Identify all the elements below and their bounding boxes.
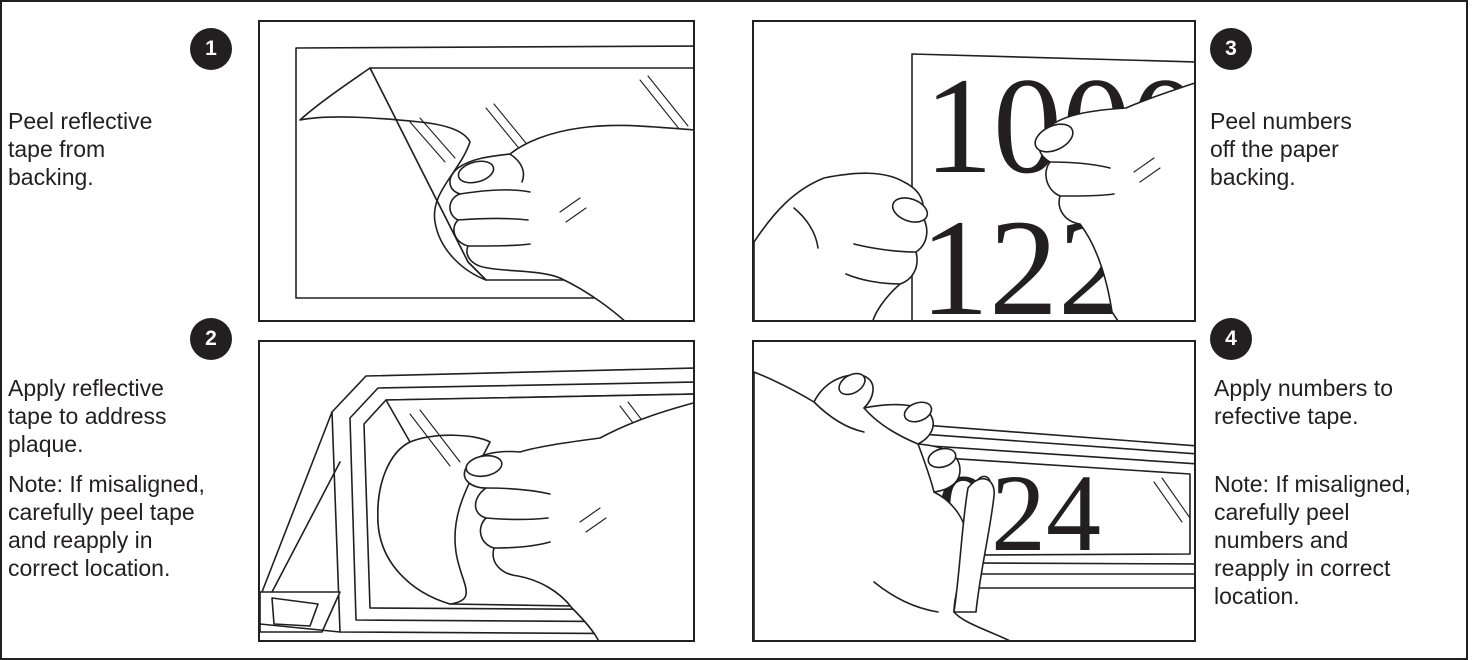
step-1-number: 1 xyxy=(205,37,217,60)
step-2-illustration xyxy=(258,340,695,642)
step-2-number: 2 xyxy=(205,327,217,350)
peel-numbers-drawing: 1000 122 xyxy=(754,22,1196,322)
step-1-instruction: Peel reflective tape from backing. xyxy=(8,107,152,191)
left-hand-icon xyxy=(754,173,927,322)
step-1-illustration xyxy=(258,20,695,322)
step-4-badge: 4 xyxy=(1210,318,1252,360)
step-3-number: 3 xyxy=(1225,37,1237,60)
step-4-note: Note: If misaligned, carefully peel numb… xyxy=(1214,470,1411,610)
step-2-badge: 2 xyxy=(190,318,232,360)
step-3-badge: 3 xyxy=(1210,28,1252,70)
step-4-illustration: 024 xyxy=(752,340,1196,642)
step-2-instruction: Apply reflective tape to address plaque. xyxy=(8,374,167,458)
step-4-number: 4 xyxy=(1225,327,1237,350)
instruction-sheet: 1 Peel reflective tape from backing. xyxy=(0,0,1472,642)
step-4-instruction: Apply numbers to refective tape. xyxy=(1214,374,1393,430)
apply-numbers-drawing: 024 xyxy=(754,342,1196,642)
step-3-instruction: Peel numbers off the paper backing. xyxy=(1210,107,1352,191)
step-1-badge: 1 xyxy=(190,28,232,70)
step-2-note: Note: If misaligned, carefully peel tape… xyxy=(8,470,205,582)
apply-tape-drawing xyxy=(260,342,695,642)
step-3-illustration: 1000 122 xyxy=(752,20,1196,322)
peel-tape-drawing xyxy=(260,22,695,322)
